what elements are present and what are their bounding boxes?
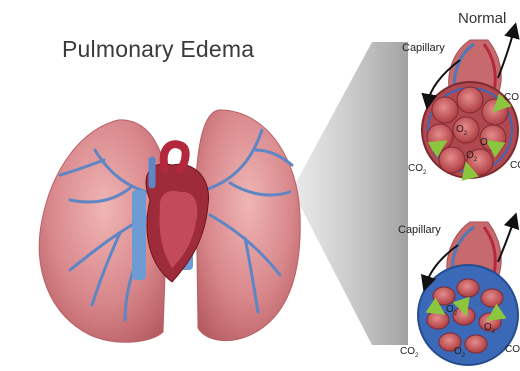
o2-label: O2 — [454, 346, 465, 359]
o2-label: O2 — [484, 322, 495, 335]
co2-label: CO2 — [400, 346, 418, 359]
co2-label: CO — [505, 344, 520, 355]
o2-label: O2 — [446, 304, 457, 317]
o2-label: O2 — [456, 124, 467, 137]
edema-alveoli-inset — [418, 220, 518, 365]
pulmonary-artery-left — [132, 190, 146, 280]
co2-label: CO — [504, 92, 519, 103]
capillary-label-top: Capillary — [402, 42, 445, 54]
co2-label: CO — [510, 160, 520, 171]
capillary-label-bottom: Capillary — [398, 224, 441, 236]
co2-label: CO2 — [408, 163, 426, 176]
magnification-cone — [292, 42, 408, 345]
o2-label: O — [480, 137, 488, 148]
o2-label: O2 — [466, 150, 477, 163]
right-lung — [196, 110, 300, 341]
normal-label: Normal — [458, 10, 506, 27]
